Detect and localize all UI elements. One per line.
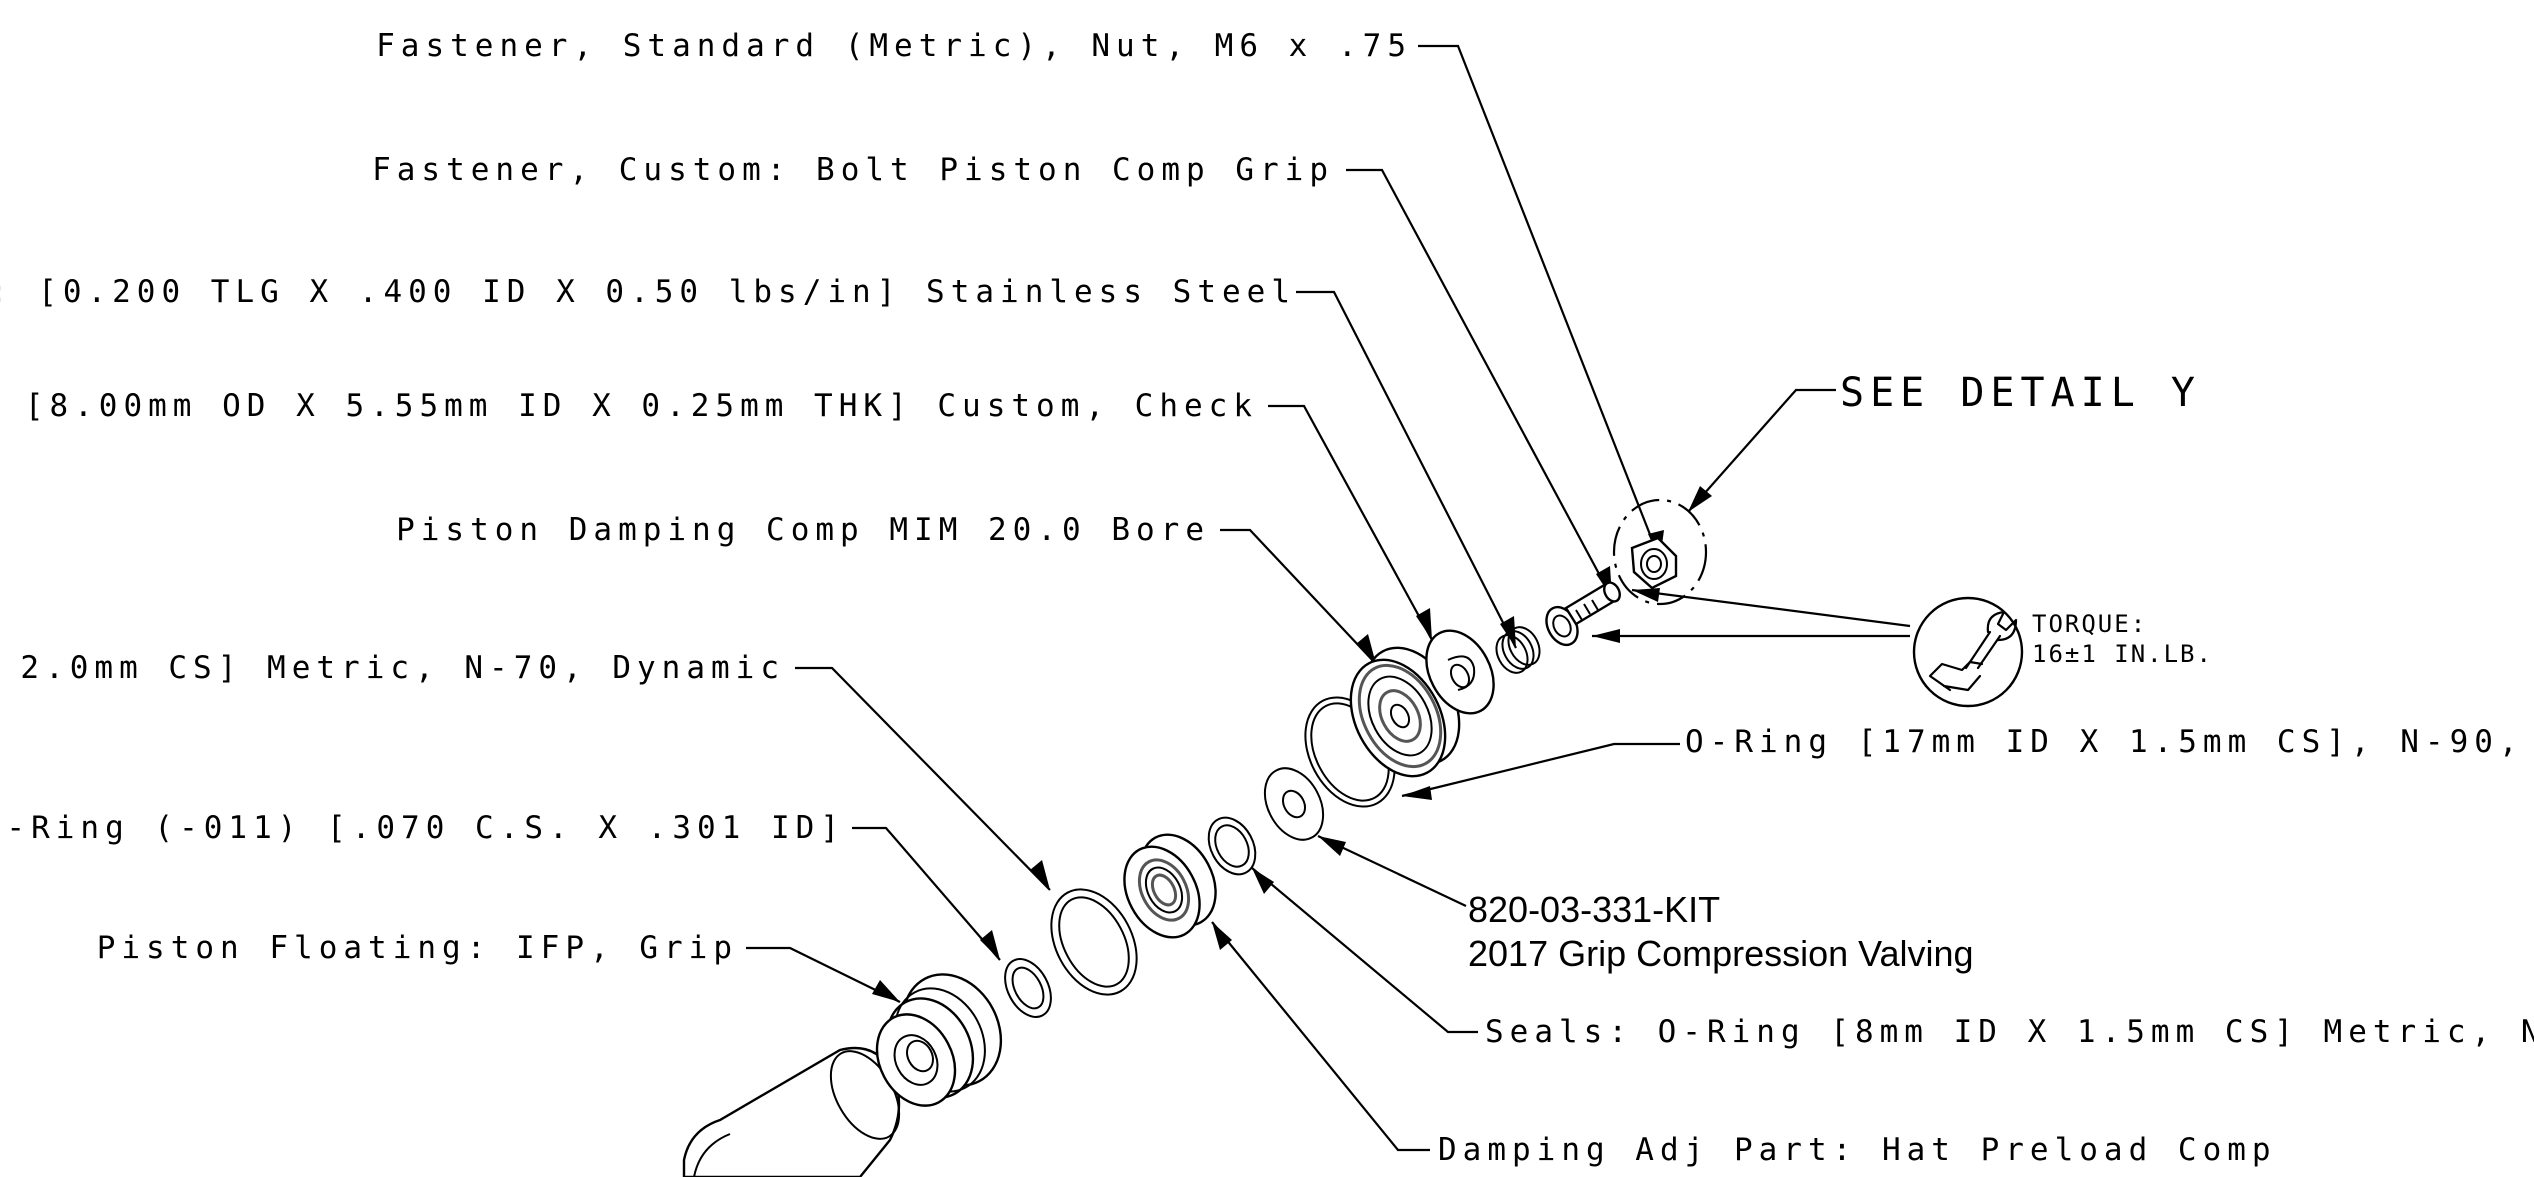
label-bolt: Fastener, Custom: Bolt Piston Comp Grip [372, 152, 1334, 188]
label-oring-011: O-Ring (-011) [.070 C.S. X .301 ID] [0, 810, 845, 846]
label-seals: Seals: O-Ring [8mm ID X 1.5mm CS] Metric… [1485, 1014, 2534, 1050]
torque-badge [1912, 596, 2024, 708]
bolt-piston-comp [1545, 581, 1621, 647]
torque-value: 16±1 IN.LB. [2032, 640, 2213, 668]
hat-preload-comp [1123, 833, 1217, 939]
label-nut: Fastener, Standard (Metric), Nut, M6 x .… [376, 28, 1412, 64]
label-spring: Spring: [0.200 TLG X .400 ID X 0.50 lbs/… [0, 274, 1296, 310]
check-valve [1425, 629, 1495, 715]
oring-011 [1004, 958, 1052, 1018]
label-oring-17mm: O-Ring [17mm ID X 1.5mm CS], N-90, Stati… [1685, 724, 2534, 760]
leader-lines [746, 44, 1911, 1152]
damper-body-tube [682, 1046, 901, 1177]
label-piston-damping: Piston Damping Comp MIM 20.0 Bore [396, 512, 1210, 548]
see-detail-label: SEE DETAIL Y [1840, 370, 2201, 416]
nut-m6 [1630, 536, 1678, 590]
label-piston-floating: Piston Floating: IFP, Grip [97, 930, 738, 966]
label-valve: Valve: Metric [8.00mm OD X 5.55mm ID X 0… [0, 388, 1258, 424]
torque-title: TORQUE: [2032, 610, 2147, 638]
piston-floating-ifp [875, 973, 1003, 1107]
seal-oring-8mm [1207, 816, 1257, 876]
oring-dynamic [1050, 888, 1138, 996]
spring [1495, 626, 1541, 674]
kit-description: 2017 Grip Compression Valving [1468, 933, 1974, 974]
kit-washer [1263, 767, 1325, 841]
label-oring-dynamic: .0mm ID X 2.0mm CS] Metric, N-70, Dynami… [0, 650, 785, 686]
wrench-hand-icon [1928, 610, 2018, 692]
detail-y-circle [1612, 498, 1708, 606]
kit-part-number: 820-03-331-KIT [1468, 889, 1720, 930]
label-hat: Damping Adj Part: Hat Preload Comp [1438, 1132, 2277, 1168]
